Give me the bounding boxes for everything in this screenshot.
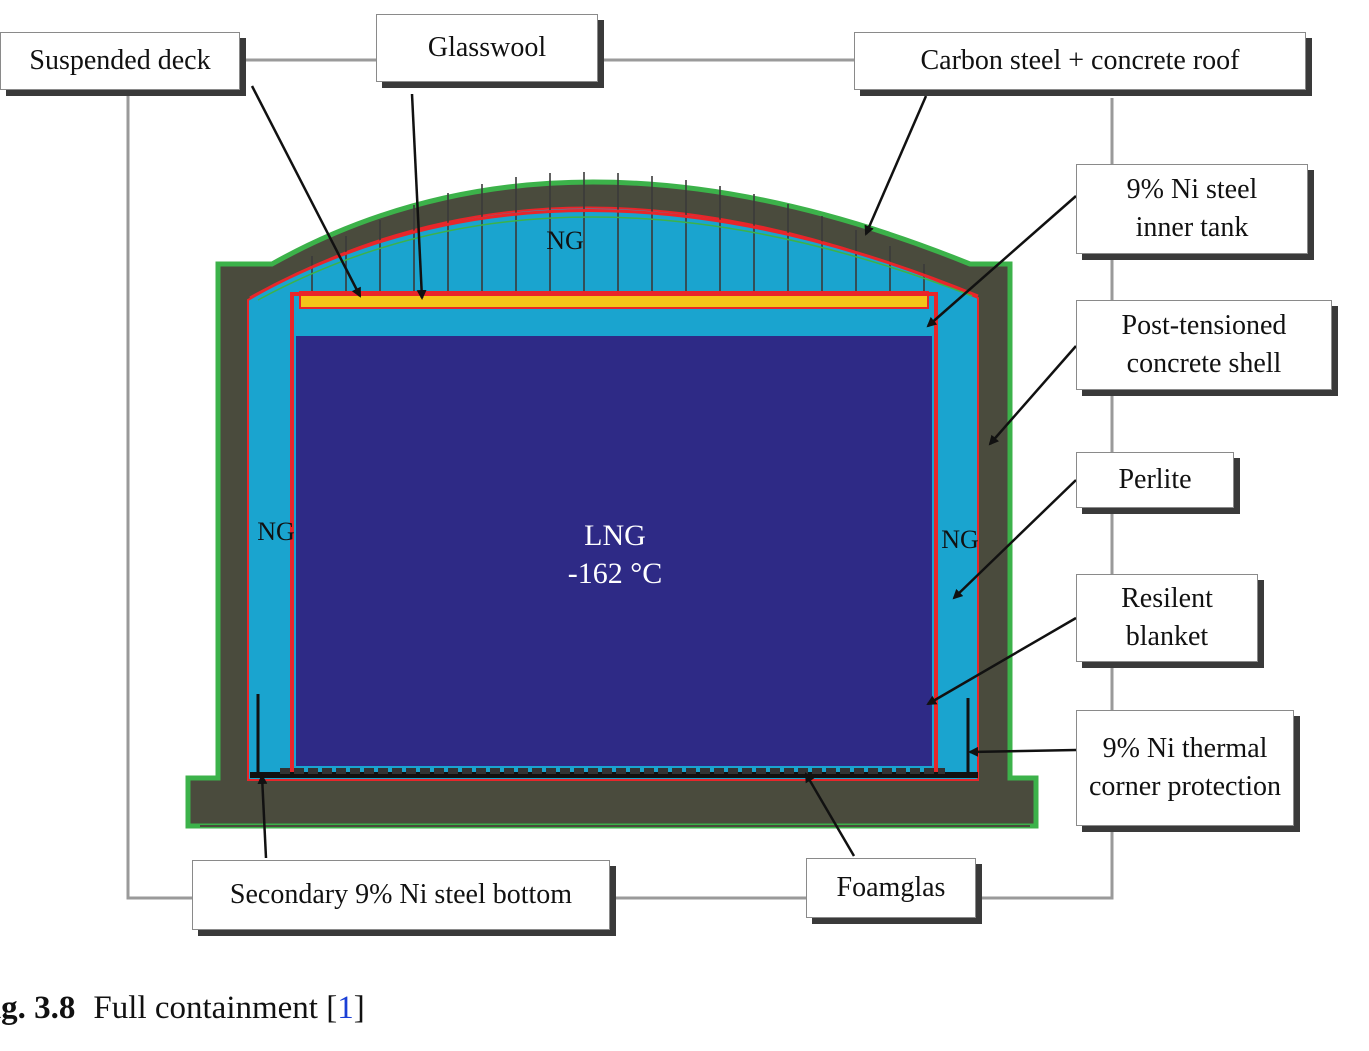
label-inner-tank: 9% Ni steel inner tank [1076,164,1308,254]
figure-number: ig. 3.8 [0,990,76,1026]
label-suspended-deck: Suspended deck [0,32,240,90]
caption-text: Full containment [ [93,990,338,1026]
label-concrete-shell: Post-tensioned concrete shell [1076,300,1332,390]
lng-body [296,336,932,766]
figure-caption: ig. 3.8 Full containment [1] [0,990,365,1027]
pointer-arrows [250,85,1077,859]
lng-label: LNG [584,519,646,552]
ng-top-label: NG [546,226,584,255]
label-foamglas: Foamglas [806,858,976,918]
label-roof: Carbon steel + concrete roof [854,32,1306,90]
label-corner-protection: 9% Ni thermal corner protection [1076,710,1294,826]
ng-left-label: NG [257,517,295,546]
roof-liner [249,209,979,300]
reference-link[interactable]: 1 [337,990,354,1026]
label-resilient-blanket: Resilent blanket [1076,574,1258,662]
corner-protection [256,694,970,776]
roof-ribs [311,172,925,296]
caption-close: ] [353,990,365,1026]
secondary-bottom [250,772,978,778]
label-secondary-bottom: Secondary 9% Ni steel bottom [192,860,610,930]
label-glasswool: Glasswool [376,14,598,82]
ng-right-label: NG [941,525,979,554]
lng-temperature: -162 °C [568,557,663,590]
label-perlite: Perlite [1076,452,1234,508]
